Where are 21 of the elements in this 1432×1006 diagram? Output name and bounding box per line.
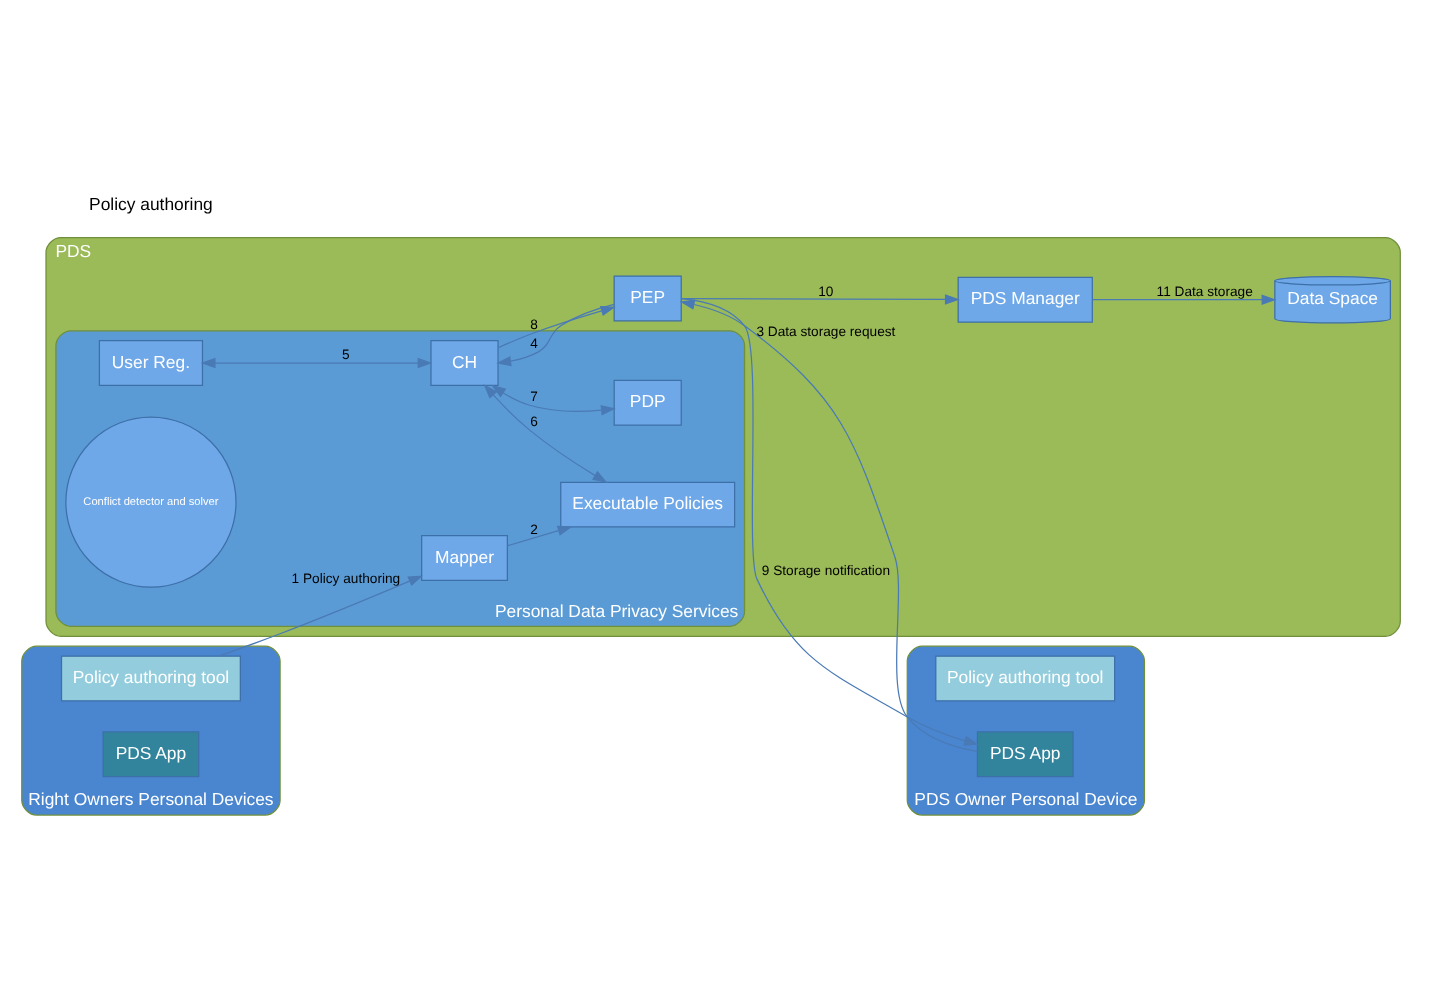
arrow xyxy=(483,383,608,482)
arrow xyxy=(496,302,615,366)
label: Policy authoring xyxy=(89,192,213,213)
arrow xyxy=(1092,293,1277,304)
node-box: PDS Manager xyxy=(957,275,1093,322)
node-box: PDS App xyxy=(976,730,1074,777)
node-box: User Reg. xyxy=(98,339,204,385)
arrow xyxy=(491,383,616,415)
node-box: Mapper xyxy=(421,534,508,580)
node-box: PDP xyxy=(613,378,682,425)
node-box: PDS App xyxy=(102,730,200,777)
arrow xyxy=(200,356,433,368)
node-box: PEP xyxy=(613,274,682,321)
node-box: Policy authoring tool xyxy=(60,654,241,701)
arrow xyxy=(507,524,573,546)
node-box: Policy authoring tool xyxy=(935,654,1116,701)
arrow xyxy=(217,574,424,656)
arrow xyxy=(680,293,960,304)
arrow xyxy=(497,305,616,348)
node-box: CH xyxy=(430,339,499,385)
node-box: Executable Policies xyxy=(560,480,736,527)
